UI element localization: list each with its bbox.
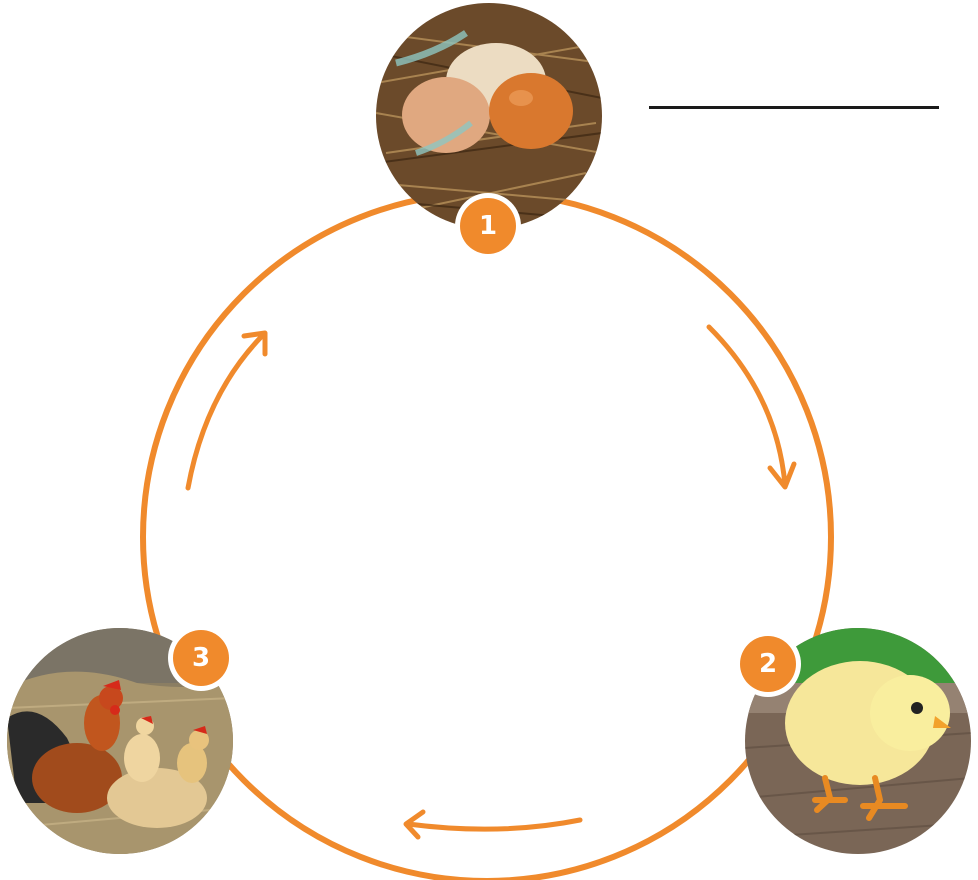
- stage-badge-3: 3: [168, 625, 234, 691]
- cycle-arrow-2-to-3: [408, 820, 580, 829]
- stage-number-3: 3: [173, 630, 229, 686]
- stage-number-1: 1: [460, 198, 516, 254]
- cycle-ring: [143, 193, 831, 880]
- stage-number-2: 2: [740, 636, 796, 692]
- title-rule: [649, 106, 939, 109]
- cycle-arrow-3-to-1: [188, 336, 262, 488]
- stage-badge-2: 2: [735, 631, 801, 697]
- stage-badge-1: 1: [455, 193, 521, 259]
